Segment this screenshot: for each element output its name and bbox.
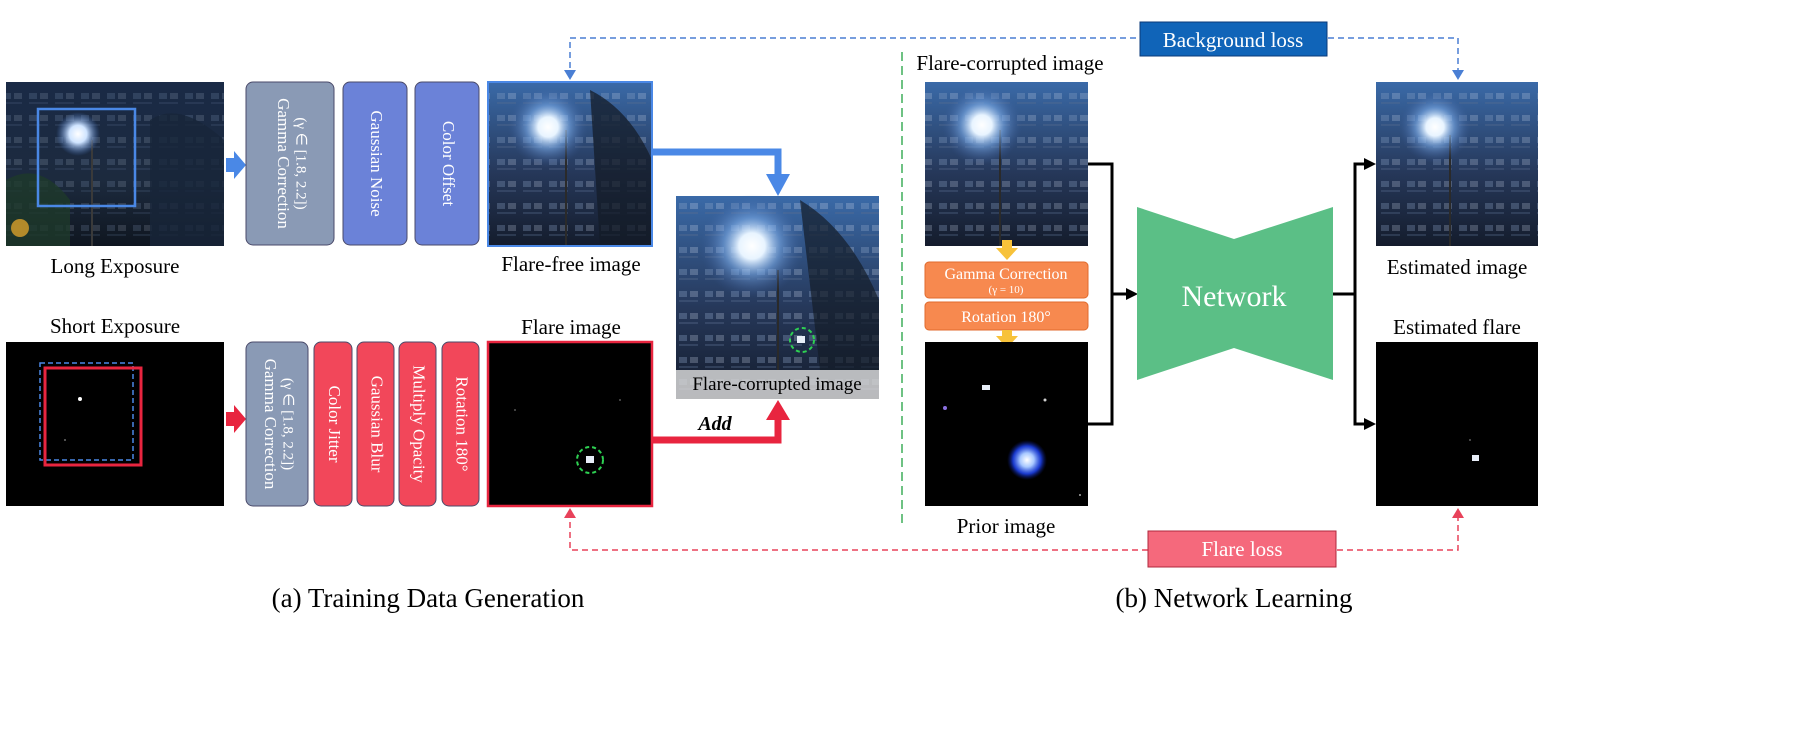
long-exposure-operations: Gamma Correction(γ ∈ [1.8, 2.2]) Gaussian… (245, 81, 480, 246)
flare-free-photo (487, 81, 653, 247)
network-input-photo (925, 82, 1088, 246)
flare-loss-box (1147, 530, 1337, 568)
rotation-down-arrow (996, 330, 1018, 348)
short-exposure-operations: Gamma Correction(γ ∈ [1.8, 2.2]) Color Ji… (245, 341, 480, 507)
short-op-label-4: Rotation 180° (453, 376, 472, 471)
long-op-label-0: Gamma Correction (274, 98, 293, 229)
short-dashed-crop-box (39, 362, 134, 461)
long-op-box-1 (342, 81, 408, 246)
flare-corrupted-label-b: Flare-corrupted image (916, 51, 1103, 75)
network-to-flare-head (1364, 418, 1376, 430)
background-loss-line-left (569, 37, 1140, 78)
prior-photo (925, 342, 1088, 506)
flare-free-to-corrupted-arrow (653, 148, 782, 176)
inputs-to-network-head (1126, 288, 1138, 300)
short-op-box-2 (356, 341, 395, 507)
flare-to-corrupted-arrow (652, 418, 782, 444)
short-crop-box (43, 366, 143, 467)
gamma-correction-title: Gamma Correction (944, 266, 1067, 283)
short-op-label-3: Multiply Opacity (410, 365, 429, 483)
short-op-box-0 (245, 341, 309, 507)
background-loss-label: Background loss (1163, 28, 1304, 52)
flare-corrupted-photo (676, 194, 879, 399)
short-to-ops-arrow (226, 405, 246, 433)
flare-arrow-head (766, 400, 790, 420)
short-op-label-1: Color Jitter (325, 386, 344, 463)
add-label: Add (696, 413, 732, 435)
background-loss-arrow-right (1452, 70, 1464, 80)
background-loss-line-right (1328, 37, 1459, 70)
short-op-box-4 (441, 341, 480, 507)
network-block (1137, 207, 1333, 380)
short-op-label-2: Gaussian Blur (368, 376, 387, 473)
flare-loss-label: Flare loss (1201, 537, 1282, 561)
flare-free-arrow-head (766, 174, 790, 196)
estimated-flare-photo (1376, 342, 1538, 506)
long-exposure-photo (6, 82, 224, 246)
short-exposure-label: Short Exposure (50, 314, 180, 338)
short-op-box-1 (313, 341, 353, 507)
flare-loss-arrow-right (1452, 508, 1464, 518)
flare-loss-line-left (569, 512, 1148, 551)
short-op-sub-0: (γ ∈ [1.8, 2.2]) (280, 378, 296, 470)
short-op-label-0: Gamma Correction (261, 359, 280, 490)
long-to-ops-arrow (226, 151, 246, 179)
long-op-label-2: Color Offset (439, 121, 458, 206)
short-op-box-3 (398, 341, 437, 507)
network-label: Network (1182, 280, 1287, 313)
gamma-correction-box (924, 261, 1089, 299)
flare-free-label: Flare-free image (501, 252, 640, 276)
network-to-image-head (1364, 158, 1376, 170)
flare-photo (486, 340, 654, 508)
estimated-image-label: Estimated image (1387, 255, 1528, 279)
short-exposure-photo (6, 342, 224, 506)
prior-image-label: Prior image (957, 514, 1056, 538)
long-op-sub-0: (γ ∈ [1.8, 2.2]) (293, 117, 309, 209)
flare-image-label: Flare image (521, 315, 621, 339)
background-loss-arrow-left (564, 70, 576, 80)
long-exposure-label: Long Exposure (51, 254, 180, 278)
rotation-label: Rotation 180° (961, 309, 1051, 326)
background-loss-box (1139, 21, 1328, 57)
estimated-flare-label: Estimated flare (1393, 315, 1521, 339)
long-op-label-1: Gaussian Noise (367, 110, 386, 216)
flare-loss-arrow-left (564, 508, 576, 518)
caption-a: (a) Training Data Generation (272, 583, 585, 613)
estimated-image-photo (1376, 82, 1538, 246)
long-crop-box (36, 107, 137, 208)
network-to-flare-line (1353, 294, 1368, 426)
long-op-box-2 (414, 81, 480, 246)
gamma-down-arrow (996, 240, 1018, 260)
long-op-box-0 (245, 81, 335, 246)
flare-loss-line-right (1337, 512, 1459, 551)
flare-corrupted-label-a: Flare-corrupted image (692, 374, 861, 395)
inputs-merge-line (1088, 162, 1114, 426)
caption-b: (b) Network Learning (1116, 583, 1353, 613)
gamma-correction-sub: (γ = 10) (989, 284, 1024, 296)
network-to-image-line (1333, 162, 1368, 296)
